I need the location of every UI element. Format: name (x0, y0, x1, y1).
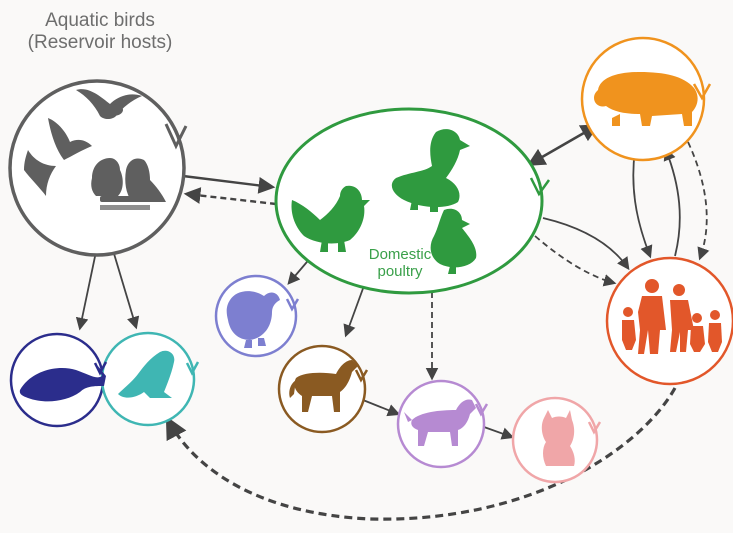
reservoir-label-line2: (Reservoir hosts) (2, 32, 198, 54)
poultry-label-line1: Domestic (330, 246, 470, 263)
edge-horse-to-dog (363, 400, 398, 414)
cat-icon (542, 410, 575, 466)
edge-poultry-to-birds (187, 194, 276, 204)
edge-poultry-to-humans-solid (543, 218, 628, 268)
edge-birds-to-whale (80, 247, 97, 328)
edge-pig-to-humans-dashed (688, 142, 707, 258)
reservoir-label-line1: Aquatic birds (2, 10, 198, 32)
edge-humans-to-pig (666, 150, 680, 256)
edge-poultry-to-horse (346, 283, 365, 335)
edge-birds-to-poultry (183, 176, 272, 187)
domestic-poultry-label: Domestic poultry (330, 246, 470, 281)
edge-pig-to-humans (633, 150, 650, 256)
reservoir-hosts-label: Aquatic birds (Reservoir hosts) (2, 10, 198, 54)
poultry-label-line2: poultry (330, 263, 470, 280)
edge-birds-to-seal (112, 247, 136, 327)
edge-dog-to-cat (484, 427, 512, 437)
edge-poultry-pig (530, 126, 596, 164)
